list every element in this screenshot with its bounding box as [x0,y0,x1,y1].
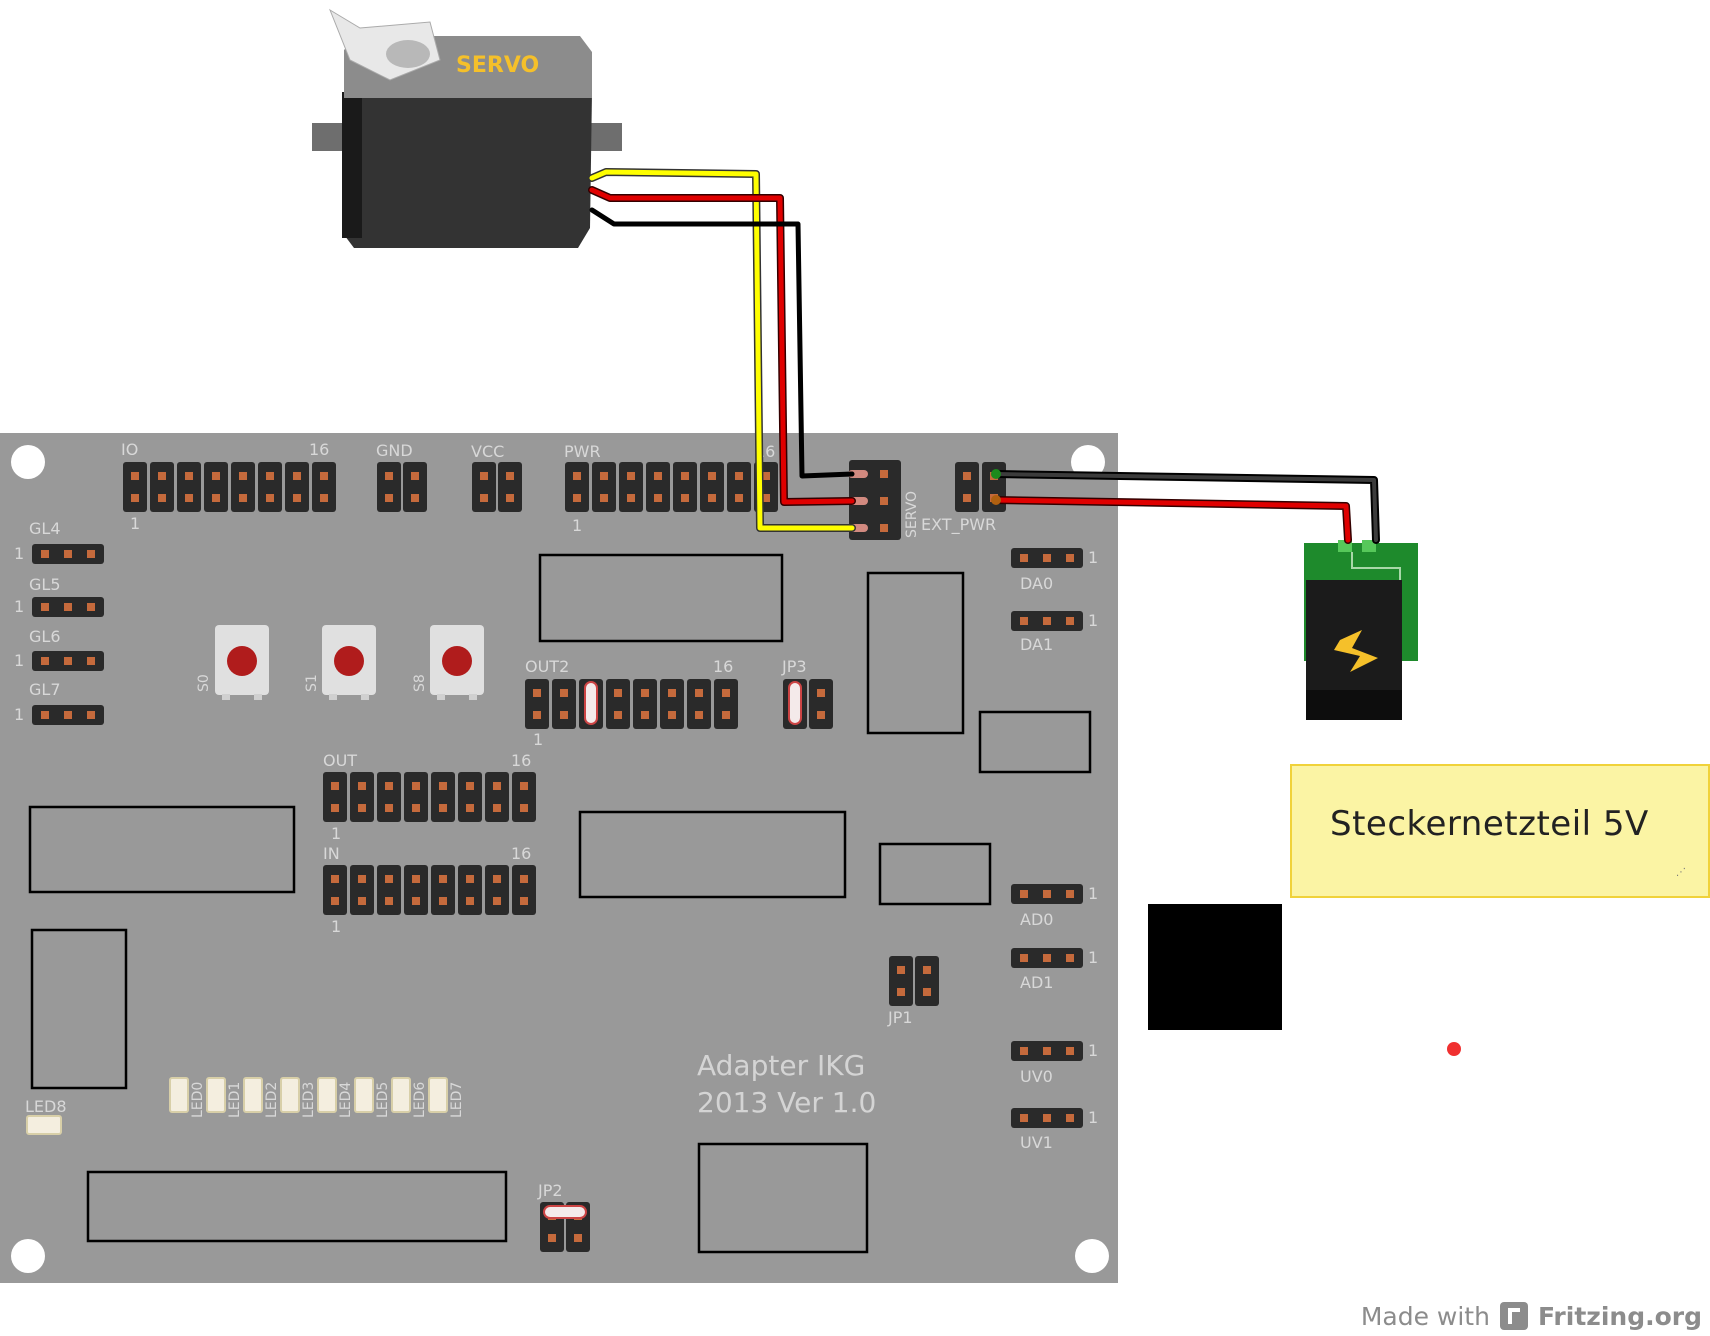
adapter-board: IO 16 1 GND VCC PWR 16 1 SERVO EXT_PWR G… [0,433,1118,1283]
header-gl5[interactable] [32,597,104,617]
black-square [1148,904,1282,1030]
board-title-line1: Adapter IKG [697,1049,865,1082]
label-da0: DA0 [1020,574,1053,593]
label-jp3: JP3 [781,657,807,676]
push-button-s8[interactable] [430,625,484,700]
label-out-start: 1 [331,824,341,843]
label-gl5-pin1: 1 [14,597,24,616]
header-uv1[interactable] [1011,1108,1083,1128]
ext-power-wires[interactable] [991,469,1380,544]
label-gl6-pin1: 1 [14,651,24,670]
resize-grip-icon[interactable]: ⋰ [1676,867,1686,878]
label-led3: LED3 [301,1082,317,1118]
label-uv1: UV1 [1020,1133,1053,1152]
label-led0: LED0 [190,1082,206,1118]
lightning-icon [1334,630,1378,672]
header-out2[interactable] [525,679,738,729]
led-8 [26,1115,62,1135]
label-s1: S1 [304,674,320,692]
red-dot [1447,1042,1461,1056]
mounting-hole [1075,1239,1109,1273]
label-gl4: GL4 [29,519,61,538]
label-da1: DA1 [1020,635,1053,654]
jumper-jp3[interactable] [783,679,833,729]
led-row [169,1077,448,1113]
header-da0[interactable] [1011,548,1083,568]
header-ad1[interactable] [1011,948,1083,968]
label-ext-pwr: EXT_PWR [921,515,996,535]
header-ad0[interactable] [1011,884,1083,904]
label-led5: LED5 [375,1082,391,1118]
label-gl4-pin1: 1 [14,544,24,563]
header-gl4[interactable] [32,544,104,564]
footer-made-with: Made with [1360,1301,1490,1331]
wire-ground-black[interactable] [589,207,855,479]
label-led6: LED6 [412,1082,428,1118]
ic-outlines [28,553,1092,1254]
mounting-hole [1071,445,1105,479]
label-pwr: PWR [564,442,601,461]
label-led7: LED7 [449,1082,465,1118]
label-io-start: 1 [130,514,140,533]
label-led8: LED8 [25,1097,67,1116]
label-io-end: 16 [309,440,329,459]
push-button-s1[interactable] [322,625,376,700]
note-box[interactable]: Steckernetzteil 5V ⋰ [1290,764,1710,898]
label-da0-pin1: 1 [1088,548,1098,567]
header-gl7[interactable] [32,705,104,725]
header-uv0[interactable] [1011,1041,1083,1061]
dc-power-jack[interactable] [1304,540,1418,720]
label-jp2: JP2 [537,1181,563,1200]
jumper-jp2[interactable] [540,1202,590,1252]
label-servo: SERVO [904,491,920,538]
footer-brand: Fritzing.org [1537,1301,1702,1331]
mounting-hole [11,1239,45,1273]
label-s8: S8 [412,674,428,692]
label-ad1-pin1: 1 [1088,948,1098,967]
push-button-s0[interactable] [215,625,269,700]
label-out-end: 16 [511,751,531,770]
servo-label: SERVO [456,53,539,78]
label-s0: S0 [196,674,212,692]
label-gl7-pin1: 1 [14,705,24,724]
label-uv1-pin1: 1 [1088,1108,1098,1127]
footer: Made with Fritzing.org [1361,1298,1702,1334]
board-title-line2: 2013 Ver 1.0 [697,1086,876,1119]
header-gl6[interactable] [32,651,104,671]
header-da1[interactable] [1011,611,1083,631]
servo-motor[interactable]: SERVO [312,8,622,248]
label-out2: OUT2 [525,657,569,676]
label-gnd: GND [376,441,413,460]
servo-wires[interactable] [588,168,856,532]
label-ad1: AD1 [1020,973,1053,992]
label-uv0: UV0 [1020,1067,1053,1086]
label-in: IN [323,844,340,863]
label-ad0: AD0 [1020,910,1053,929]
label-out2-start: 1 [533,730,543,749]
note-text: Steckernetzteil 5V [1330,804,1649,844]
fritzing-logo-icon [1499,1302,1528,1330]
label-led4: LED4 [338,1082,354,1118]
label-pwr-start: 1 [572,516,582,535]
label-jp1: JP1 [887,1008,913,1027]
label-in-end: 16 [511,844,531,863]
label-da1-pin1: 1 [1088,611,1098,630]
label-io: IO [121,440,138,459]
label-led2: LED2 [264,1082,280,1118]
label-uv0-pin1: 1 [1088,1041,1098,1060]
label-out2-end: 16 [713,657,733,676]
label-led1: LED1 [227,1082,243,1118]
label-vcc: VCC [471,442,504,461]
label-out: OUT [323,751,357,770]
label-gl7: GL7 [29,680,61,699]
label-gl5: GL5 [29,575,61,594]
label-ad0-pin1: 1 [1088,884,1098,903]
label-in-start: 1 [331,917,341,936]
mounting-hole [11,445,45,479]
label-gl6: GL6 [29,627,61,646]
